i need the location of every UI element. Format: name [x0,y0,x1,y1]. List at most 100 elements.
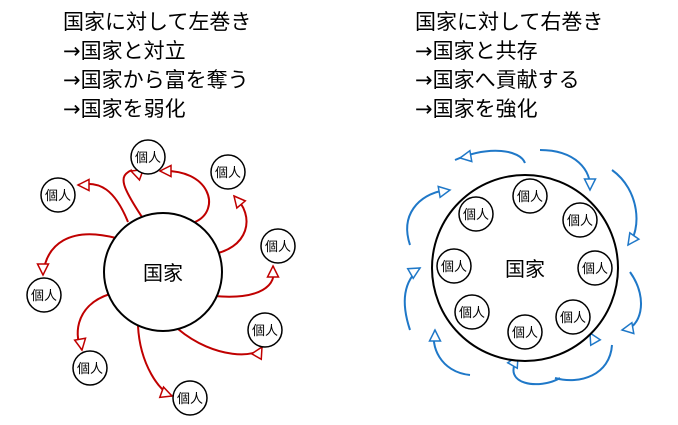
right-individual-2: 個人 [512,178,548,214]
arrowhead [158,164,172,178]
individual-circle [210,154,246,190]
left-individual-6: 個人 [72,350,108,386]
individual-label: 個人 [441,260,467,275]
right-line-2: →国家へ貢献する [415,68,580,92]
left-arrow-3 [207,194,248,256]
left-line-3: →国家を弱化 [63,97,186,121]
right-arrow-7 [428,328,471,376]
left-individual-5: 個人 [172,380,208,416]
arrowhead [428,328,442,342]
arrowhead [250,345,263,361]
individual-label: 個人 [252,324,278,339]
individual-circle [130,139,166,175]
left-nation-label: 国家 [143,261,183,285]
arrow-curve [554,344,613,382]
left-arrow-7 [73,293,111,352]
individual-label: 個人 [177,392,203,407]
arrow-curve [137,325,173,397]
individual-circle [512,178,548,214]
arrowhead [583,178,597,192]
left-individual-8: 個人 [40,177,76,213]
arrowhead [36,263,50,277]
left-individual-2: 個人 [210,154,246,190]
right-individual-7: 個人 [454,294,490,330]
left-heading: 国家に対して左巻き [63,10,252,34]
right-individual-8: 個人 [436,248,472,284]
individual-circle [26,277,62,313]
right-arrow-5 [554,331,613,382]
individual-label: 個人 [215,166,241,181]
individual-label: 個人 [567,214,593,229]
individual-label: 個人 [77,362,103,377]
individual-circle [454,294,490,330]
arrowhead [627,231,641,247]
left-line-1: →国家と対立 [63,39,186,63]
arrow-curve [611,169,638,246]
arrowhead [589,331,602,347]
left-individual-4: 個人 [247,312,283,348]
left-arrow-9 [76,178,129,223]
individual-label: 個人 [135,151,161,166]
individual-circle [172,380,208,416]
individual-label: 個人 [31,289,57,304]
individual-circle [562,202,598,238]
individual-label: 個人 [265,240,291,255]
individual-circle [577,250,613,286]
arrow-curve [159,169,211,223]
individual-label: 個人 [512,326,538,341]
right-line-1: →国家と共存 [415,39,538,63]
right-individual-4: 個人 [577,250,613,286]
individual-label: 個人 [459,306,485,321]
left-individual-7: 個人 [26,277,62,313]
individual-circle [507,314,543,350]
individual-circle [72,350,108,386]
right-clockwise-arrows [403,149,643,386]
right-arrow-4 [620,271,643,335]
right-heading: 国家に対して右巻き [415,10,604,34]
individual-label: 個人 [560,311,586,326]
left-individual-3: 個人 [260,228,296,264]
right-arrow-9 [406,185,452,246]
individual-circle [260,228,296,264]
individual-circle [247,312,283,348]
arrowhead [406,267,422,280]
individual-circle [555,299,591,335]
individual-label: 個人 [45,189,71,204]
left-individual-1: 個人 [130,139,166,175]
arrowhead [437,185,452,199]
arrow-curve [621,271,643,331]
individual-label: 個人 [517,190,543,205]
arrowhead [73,337,87,352]
arrow-curve [406,189,446,246]
arrowhead [232,194,247,210]
arrow-curve [512,357,561,386]
arrowhead [76,178,90,192]
right-arrow-3 [611,169,641,247]
left-arrow-2 [158,164,211,223]
individual-circle [458,196,494,232]
arrow-curve [122,169,149,227]
left-arrow-8 [36,233,117,277]
right-nation-label: 国家 [505,257,545,281]
arrowhead [158,385,174,399]
left-counterclockwise-arrows [36,164,280,399]
individual-label: 個人 [582,262,608,277]
individual-circle [40,177,76,213]
arrowhead [458,149,473,163]
individual-label: 個人 [463,208,489,223]
left-line-2: →国家から富を奪う [63,68,249,92]
left-arrow-6 [137,325,174,399]
right-arrow-1 [454,149,526,164]
right-arrow-8 [403,267,422,331]
individual-circle [436,248,472,284]
right-description: 国家に対して右巻き →国家と共存 →国家へ貢献する →国家を強化 [415,8,603,124]
right-line-3: →国家を強化 [415,97,538,121]
arrowhead [620,321,635,335]
right-individual-1: 個人 [458,196,494,232]
arrowhead [266,264,280,278]
right-arrow-2 [539,149,597,192]
left-arrow-4 [213,264,280,298]
